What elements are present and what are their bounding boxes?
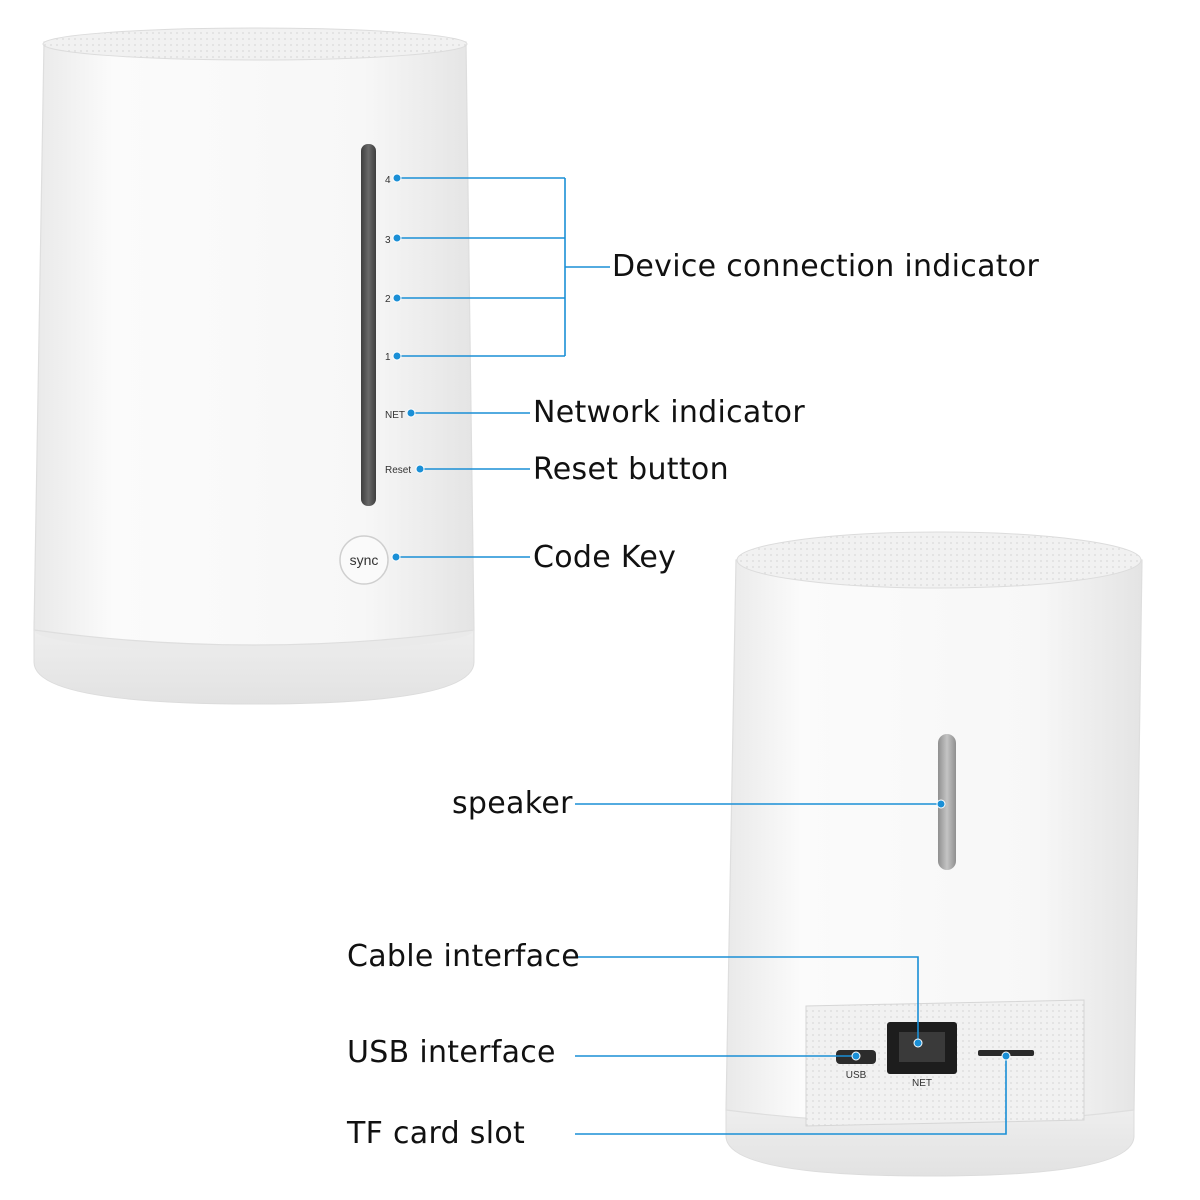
led-label-3: 3 [385, 235, 391, 246]
dot-led-1 [392, 351, 402, 361]
callout-speaker: speaker [452, 786, 573, 821]
dot-led-3 [392, 233, 402, 243]
leader-dots [391, 173, 1011, 1061]
callout-usb-interface: USB interface [347, 1035, 556, 1070]
callout-cable-interface: Cable interface [347, 939, 581, 974]
front-top-cap [42, 27, 468, 61]
dot-led-4 [392, 173, 402, 183]
led-label-reset: Reset [385, 465, 411, 476]
dot-usb [851, 1051, 861, 1061]
leader-tf [575, 1056, 1007, 1135]
callout-network-indicator: Network indicator [533, 395, 805, 430]
led-label-2: 2 [385, 294, 391, 305]
net-port-label: NET [912, 1078, 932, 1089]
usb-port-label: USB [846, 1070, 867, 1081]
dot-net [406, 408, 416, 418]
leader-cable [575, 956, 919, 1043]
front-unit: 4 3 2 1 NET Reset sync [33, 27, 475, 705]
front-body [33, 30, 475, 646]
leader-lines [396, 177, 1007, 1135]
dot-tf [1001, 1051, 1011, 1061]
callout-code-key: Code Key [533, 540, 677, 575]
led-strip [361, 144, 376, 506]
back-unit: USB NET [725, 531, 1143, 1177]
dot-cable [913, 1038, 923, 1048]
led-label-1: 1 [385, 352, 391, 363]
dot-reset [415, 464, 425, 474]
callout-device-connection-indicator: Device connection indicator [612, 249, 1040, 284]
speaker-grille [938, 734, 956, 870]
callout-tf-card-slot: TF card slot [347, 1116, 526, 1151]
led-label-4: 4 [385, 175, 391, 186]
dot-sync [391, 552, 401, 562]
callout-reset-button: Reset button [533, 452, 729, 487]
led-label-net: NET [385, 410, 405, 421]
dot-speaker [936, 799, 946, 809]
dot-led-2 [392, 293, 402, 303]
sync-button-label: sync [350, 552, 379, 568]
sync-button[interactable] [339, 535, 389, 585]
back-top-cap [736, 531, 1142, 589]
